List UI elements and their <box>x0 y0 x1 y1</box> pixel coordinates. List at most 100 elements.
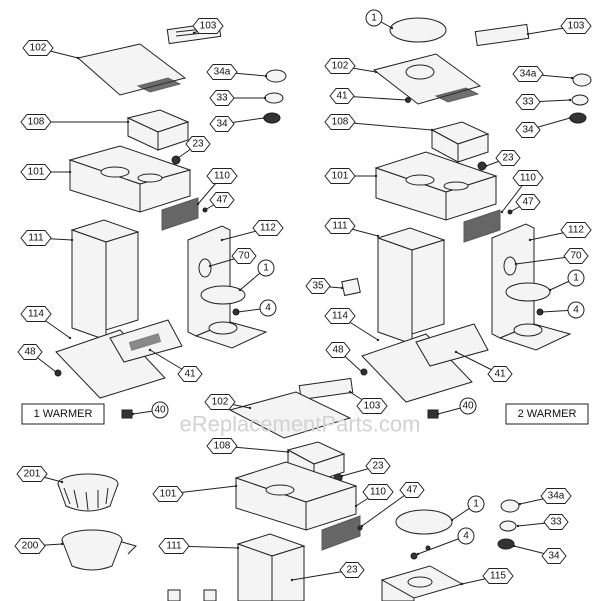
callout-number: 4 <box>265 303 271 314</box>
callout-badge <box>560 222 592 238</box>
callout-right-47: 47 <box>508 194 541 214</box>
part-103-bottom <box>298 377 354 401</box>
part-1-seal-top <box>389 17 447 43</box>
callout-left-33: 33 <box>209 90 267 106</box>
callout-badge <box>540 488 572 504</box>
watermark: eReplacementParts.com <box>180 412 421 437</box>
callout-badge <box>259 299 277 317</box>
part-34a-ring <box>265 69 287 83</box>
callout-number: 4 <box>463 531 469 542</box>
callout-number: 35 <box>312 281 324 292</box>
callout-number: 33 <box>216 93 228 104</box>
part-34a-ring-right <box>572 73 592 87</box>
callout-badge <box>541 548 567 564</box>
leader-dot <box>528 238 532 242</box>
leader-dot <box>68 336 72 340</box>
leader-dot <box>516 524 520 528</box>
part-33-ring-right <box>571 94 589 106</box>
callout-bottom-110: 110 <box>354 484 394 508</box>
callout-number: 115 <box>490 571 506 582</box>
leader-dot <box>404 98 408 102</box>
part-1-plate-right <box>505 282 551 302</box>
leader-dot <box>176 156 180 160</box>
callout-badge <box>467 495 485 513</box>
callout-badge <box>339 562 365 578</box>
right-assembly <box>360 17 592 419</box>
callout-right-23: 23 <box>484 150 521 168</box>
leader-dot <box>60 542 64 546</box>
leader-dot <box>248 406 252 410</box>
leader-dot <box>340 474 344 478</box>
callout-right-41: 41 <box>329 88 408 104</box>
callout-left-70: 70 <box>208 248 257 268</box>
callout-badge <box>495 150 521 166</box>
callout-badge <box>365 9 383 27</box>
callout-badge <box>177 366 203 382</box>
callout-bottom-23: 23 <box>290 562 365 582</box>
callout-number: 114 <box>28 309 44 320</box>
callout-bottom-115: 115 <box>460 568 514 586</box>
part-23-knob-right <box>477 161 487 171</box>
callout-badge <box>329 88 355 104</box>
leader-dot <box>500 210 504 214</box>
callout-number: 101 <box>332 171 349 182</box>
callout-left-112: 112 <box>220 220 284 242</box>
callout-left-41: 41 <box>148 348 203 382</box>
callout-badge <box>515 94 541 110</box>
callout-badge <box>324 58 356 74</box>
callout-badge <box>399 482 425 498</box>
part-40-lamp <box>121 409 133 419</box>
callout-number: 200 <box>22 541 39 552</box>
callout-badge <box>487 366 513 382</box>
callout-number: 34a <box>548 491 565 502</box>
leader-dot <box>436 412 440 416</box>
callout-badge <box>192 18 224 34</box>
callout-number: 34 <box>548 551 560 562</box>
callout-badge <box>515 194 541 210</box>
callout-number: 47 <box>406 485 418 496</box>
leader-dot <box>390 26 394 30</box>
callout-badge <box>20 164 52 180</box>
callout-number: 114 <box>332 311 348 322</box>
part-34-gasket <box>263 112 281 124</box>
part-110-panel-bottom <box>321 515 361 551</box>
callout-bottom-47: 47 <box>360 482 425 528</box>
callout-number: 108 <box>28 117 45 128</box>
callout-bottom-1: 1 <box>450 495 485 522</box>
callout-badge <box>20 230 52 246</box>
leader-dot <box>60 480 64 484</box>
part-103-top-right <box>474 23 530 47</box>
callout-badge <box>305 278 331 294</box>
leader-dot <box>54 370 58 374</box>
two-warmer-label: 2 WARMER <box>505 403 589 425</box>
callout-number: 103 <box>568 21 585 32</box>
callout-number: 34a <box>520 69 537 80</box>
leader-dot <box>196 202 200 206</box>
callout-number: 33 <box>550 517 562 528</box>
callout-badge <box>252 220 284 236</box>
callout-badge <box>325 342 351 358</box>
leader-dot <box>148 348 152 352</box>
callout-badge <box>20 114 52 130</box>
callout-right-103: 103 <box>526 18 592 36</box>
leader-dot <box>286 450 290 454</box>
callout-right-34: 34 <box>515 116 572 138</box>
leader-dot <box>376 338 380 342</box>
one-warmer-text: 1 WARMER <box>34 408 93 420</box>
leader-dot <box>220 238 224 242</box>
callout-number: 23 <box>502 153 514 164</box>
callout-badge <box>209 116 235 132</box>
callout-bottom-108: 108 <box>206 438 290 454</box>
callout-right-70: 70 <box>514 248 589 266</box>
callout-number: 108 <box>214 441 231 452</box>
part-112-bracket-right <box>491 223 535 339</box>
callout-number: 47 <box>216 195 228 206</box>
leader-dot <box>374 174 378 178</box>
callout-badge <box>515 122 541 138</box>
callout-badge <box>563 248 589 264</box>
leader-line <box>339 121 433 131</box>
callout-bottom-102: 102 <box>204 394 252 410</box>
leader-dot <box>290 578 294 582</box>
leader-dot <box>416 552 420 556</box>
